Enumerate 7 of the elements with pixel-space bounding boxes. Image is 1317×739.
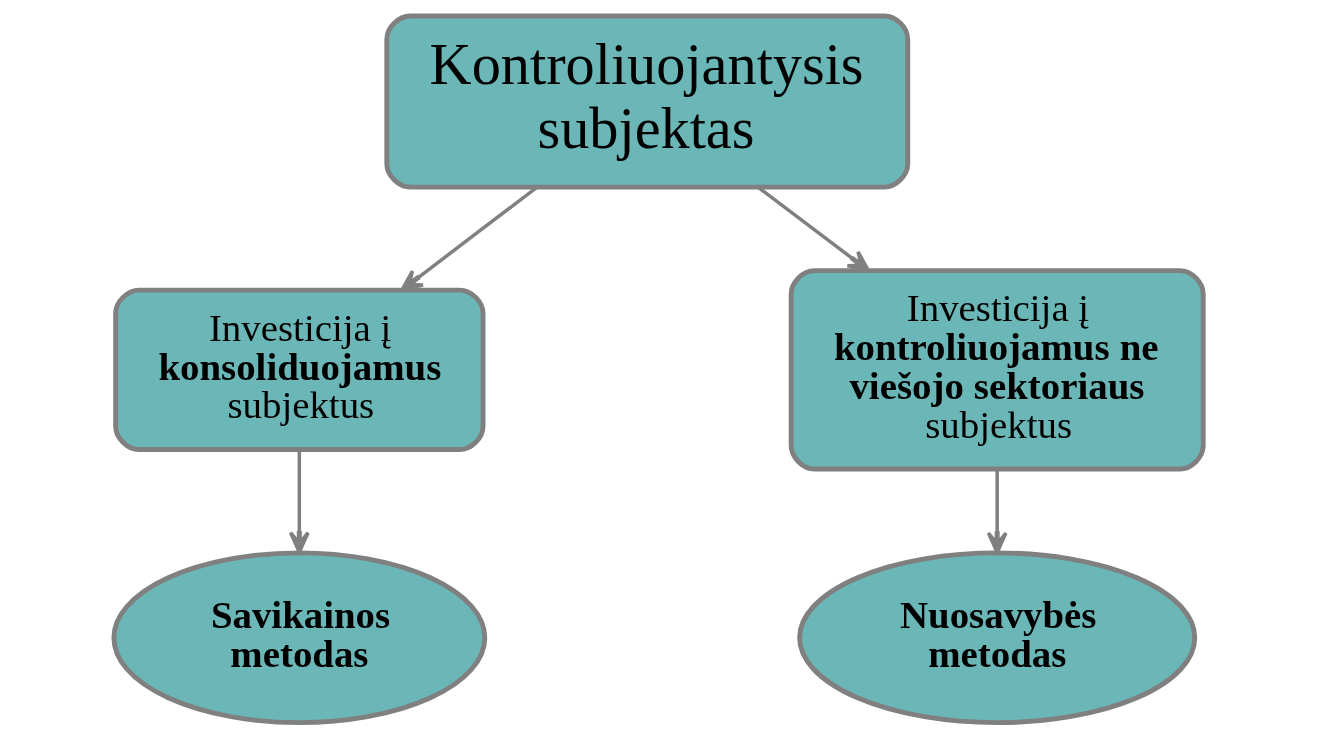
arrow <box>288 449 310 554</box>
node-box: Investicija į konsoliduojamus subjektus <box>113 287 486 452</box>
node-ellipse: Savikainos metodas <box>111 550 488 726</box>
node-box: Kontroliuojantysis subjektas <box>384 13 911 190</box>
arrow <box>986 469 1008 555</box>
node-box: Investicija į kontroliuojamus ne viešojo sektoriaus subjektus <box>788 268 1206 472</box>
node-ellipse: Nuosavybės metodas <box>797 550 1198 726</box>
